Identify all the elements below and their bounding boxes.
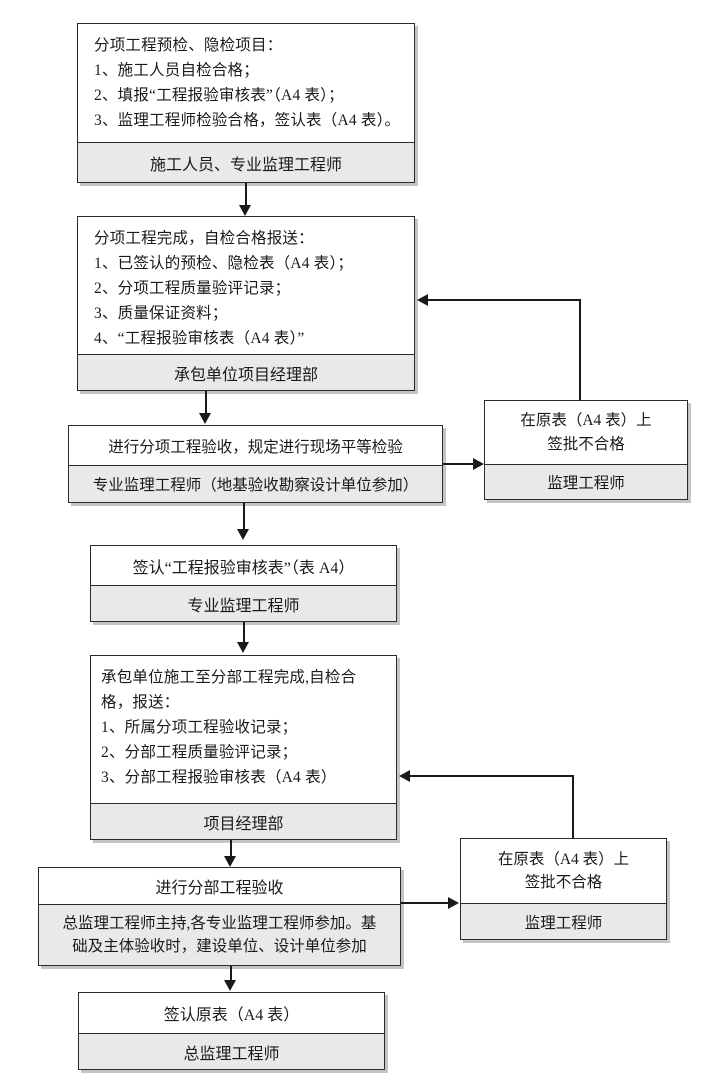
feedback-upper-horizontal	[428, 299, 580, 301]
node-5-line-0: 承包单位施工至分部工程完成,自检合	[101, 669, 357, 686]
connector-n1-n2	[245, 183, 247, 207]
right-2-line-0: 在原表（A4 表）上	[497, 850, 630, 868]
arrowhead-n2-n3	[198, 413, 211, 424]
connector-n6-r2	[401, 902, 450, 904]
node-7-role: 总监理工程师	[79, 1033, 384, 1069]
arrowhead-n5-n6	[223, 856, 236, 867]
right-1-line-1: 签批不合格	[547, 435, 625, 453]
arrowhead-n6-r2	[448, 896, 459, 909]
arrowhead-n6-n7	[223, 980, 236, 991]
connector-n2-n3	[205, 391, 207, 415]
arrowhead-feedback-lower	[399, 769, 410, 782]
feedback-lower-horizontal	[410, 775, 573, 777]
node-subitem-pre-inspection[interactable]: 分项工程预检、隐检项目： 1、施工人员自检合格； 2、填报“工程报验审核表”（A…	[77, 23, 415, 183]
right-2-body: 在原表（A4 表）上 签批不合格	[461, 839, 666, 903]
arrowhead-n3-n4	[236, 529, 249, 540]
arrowhead-feedback-upper	[417, 293, 428, 306]
node-1-line-3: 3、监理工程师检验合格，签认表（A4 表）。	[94, 112, 401, 130]
right-1-role: 监理工程师	[485, 464, 687, 499]
node-1-body: 分项工程预检、隐检项目： 1、施工人员自检合格； 2、填报“工程报验审核表”（A…	[78, 24, 414, 142]
node-6-role-line-1: 础及主体验收时，建设单位、设计单位参加	[72, 938, 367, 955]
node-reject-stamp-lower[interactable]: 在原表（A4 表）上 签批不合格 监理工程师	[460, 838, 667, 940]
arrowhead-n3-r1	[473, 457, 484, 470]
node-3-role: 专业监理工程师（地基验收勘察设计单位参加）	[69, 465, 442, 502]
connector-n5-n6	[230, 840, 232, 858]
node-5-line-2: 1、所属分项工程验收记录；	[101, 719, 298, 737]
node-5-line-1: 格，报送：	[101, 694, 180, 712]
node-3-body: 进行分项工程验收，规定进行现场平等检验	[69, 426, 442, 465]
node-2-line-0: 分项工程完成，自检合格报送：	[94, 230, 314, 247]
node-5-body: 承包单位施工至分部工程完成,自检合 格，报送： 1、所属分项工程验收记录； 2、…	[91, 656, 396, 803]
node-2-role: 承包单位项目经理部	[78, 354, 414, 390]
connector-n3-r1	[443, 463, 475, 465]
node-1-role: 施工人员、专业监理工程师	[78, 142, 414, 182]
node-7-body: 签认原表（A4 表）	[79, 993, 384, 1033]
node-2-line-1: 1、已签认的预检、隐检表（A4 表）；	[94, 255, 354, 273]
feedback-upper-vertical	[579, 299, 581, 401]
node-sign-report-form[interactable]: 签认“工程报验审核表”（表 A4） 专业监理工程师	[90, 545, 397, 622]
node-reject-stamp-upper[interactable]: 在原表（A4 表）上 签批不合格 监理工程师	[484, 400, 688, 500]
feedback-lower-vertical	[572, 775, 574, 839]
arrowhead-n1-n2	[238, 205, 251, 216]
node-5-line-3: 2、分部工程质量验评记录；	[101, 744, 298, 762]
node-sign-original-form[interactable]: 签认原表（A4 表） 总监理工程师	[78, 992, 385, 1070]
right-1-line-0: 在原表（A4 表）上	[520, 412, 652, 430]
node-4-body: 签认“工程报验审核表”（表 A4）	[91, 546, 396, 585]
arrowhead-n4-n5	[236, 642, 249, 653]
node-1-line-0: 分项工程预检、隐检项目：	[94, 37, 283, 54]
node-6-role-line-0: 总监理工程师主持,各专业监理工程师参加。基	[62, 914, 377, 932]
node-division-acceptance[interactable]: 进行分部工程验收 总监理工程师主持,各专业监理工程师参加。基 础及主体验收时，建…	[38, 867, 401, 966]
node-2-line-2: 2、分项工程质量验评记录；	[94, 280, 291, 298]
node-6-body: 进行分部工程验收	[39, 868, 400, 904]
node-subitem-acceptance[interactable]: 进行分项工程验收，规定进行现场平等检验 专业监理工程师（地基验收勘察设计单位参加…	[68, 425, 443, 503]
right-2-role: 监理工程师	[461, 903, 666, 939]
node-1-line-2: 2、填报“工程报验审核表”（A4 表）；	[94, 87, 344, 105]
right-2-line-1: 签批不合格	[524, 874, 603, 891]
node-2-line-3: 3、质量保证资料；	[94, 305, 228, 323]
node-1-line-1: 1、施工人员自检合格；	[94, 62, 259, 80]
node-6-role: 总监理工程师主持,各专业监理工程师参加。基 础及主体验收时，建设单位、设计单位参…	[39, 904, 400, 965]
connector-n6-n7	[230, 966, 232, 981]
connector-n4-n5	[243, 622, 245, 644]
node-5-role: 项目经理部	[91, 803, 396, 839]
node-5-line-4: 3、分部工程报验审核表（A4 表）	[101, 769, 337, 787]
right-1-body: 在原表（A4 表）上 签批不合格	[485, 401, 687, 464]
node-subitem-complete-report[interactable]: 分项工程完成，自检合格报送： 1、已签认的预检、隐检表（A4 表）； 2、分项工…	[77, 216, 415, 391]
node-4-role: 专业监理工程师	[91, 585, 396, 621]
connector-n3-n4	[243, 503, 245, 531]
node-division-complete-report[interactable]: 承包单位施工至分部工程完成,自检合 格，报送： 1、所属分项工程验收记录； 2、…	[90, 655, 397, 840]
node-2-line-4: 4、“工程报验审核表（A4 表）”	[94, 330, 305, 348]
node-2-body: 分项工程完成，自检合格报送： 1、已签认的预检、隐检表（A4 表）； 2、分项工…	[78, 217, 414, 354]
